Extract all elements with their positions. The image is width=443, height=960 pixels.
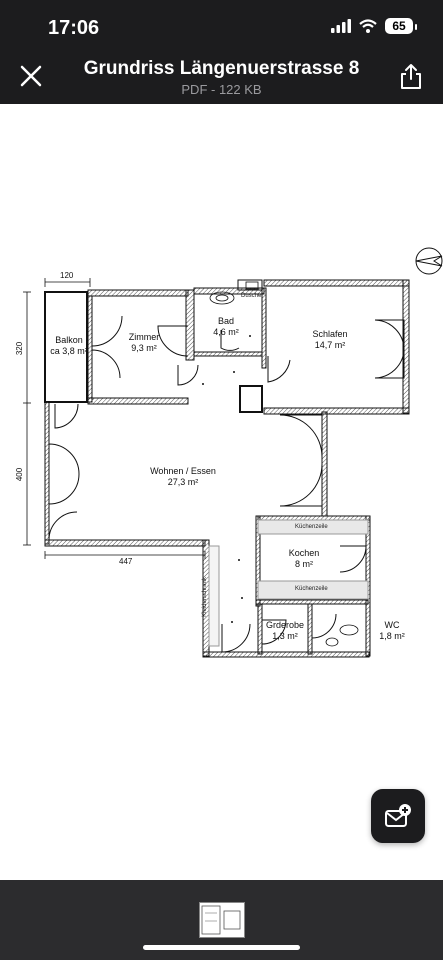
signal-icon — [331, 19, 351, 33]
close-icon[interactable] — [18, 63, 44, 89]
room-name: Bad — [217, 316, 234, 326]
room-wohnen: Wohnen / Essen 27,3 m² — [136, 466, 230, 488]
dimension-bottom: 447 — [119, 557, 133, 566]
room-wc: WC 1,8 m² — [374, 620, 410, 642]
label-dusche: Dusche — [241, 293, 262, 299]
room-name: WC — [384, 620, 400, 630]
document-title: Grundriss Längenuerstrasse 8 — [83, 58, 360, 79]
room-name: Wohnen / Essen — [150, 466, 216, 476]
label-kuechenzeile-top: Küchenzeile — [295, 524, 328, 530]
floor-plan — [23, 278, 410, 658]
room-name: Grderobe — [265, 620, 305, 630]
room-name: Zimmer — [128, 332, 160, 342]
dimension-left-upper: 320 — [15, 341, 25, 356]
share-icon[interactable] — [399, 62, 423, 90]
thumbnail-preview — [201, 905, 241, 935]
page-thumbnail[interactable] — [199, 902, 245, 938]
room-garderobe: Grderobe 1,3 m² — [262, 620, 308, 642]
room-schlafen: Schlafen 14,7 m² — [300, 329, 360, 351]
dimension-left-lower: 400 — [15, 467, 25, 482]
document-subtitle: PDF - 122 KB — [181, 82, 262, 97]
dimension-top: 120 — [60, 271, 74, 280]
room-area: 4,6 m² — [213, 327, 239, 337]
room-name: Kochen — [288, 548, 320, 558]
room-area: 14,7 m² — [314, 340, 346, 350]
room-name: Balkon — [55, 335, 83, 345]
pdf-page[interactable]: 120 320 400 447 Balkon ca 3,8 m² Zimmer … — [0, 104, 443, 880]
room-zimmer: Zimmer 9,3 m² — [119, 332, 169, 354]
bottom-bar — [0, 880, 443, 960]
status-icons: 65 — [331, 18, 417, 34]
room-area: 9,3 m² — [131, 343, 157, 353]
room-bad: Bad 4,6 m² — [206, 316, 246, 338]
battery-icon: 65 — [385, 18, 417, 34]
room-area: 1,8 m² — [379, 631, 405, 641]
home-indicator[interactable] — [143, 945, 300, 950]
room-area: ca 3,8 m² — [50, 346, 88, 356]
room-area: 1,3 m² — [272, 631, 298, 641]
room-kochen: Kochen 8 m² — [280, 548, 328, 570]
room-area: 8 m² — [295, 559, 313, 569]
room-area: 27,3 m² — [167, 477, 199, 487]
room-name: Schlafen — [312, 329, 348, 339]
mail-add-icon — [385, 804, 411, 827]
wifi-icon — [359, 19, 377, 33]
top-bar: 17:06 65 Grundriss Längenuerstrasse 8 PD… — [0, 0, 443, 104]
annotate-button[interactable] — [371, 789, 425, 843]
status-time: 17:06 — [48, 17, 100, 39]
compass-icon — [415, 247, 443, 275]
label-kleiderschrank: Kleiderschrank — [201, 577, 208, 617]
label-kuechenzeile-bottom: Küchenzeile — [295, 586, 328, 592]
room-balkon: Balkon ca 3,8 m² — [49, 335, 89, 357]
